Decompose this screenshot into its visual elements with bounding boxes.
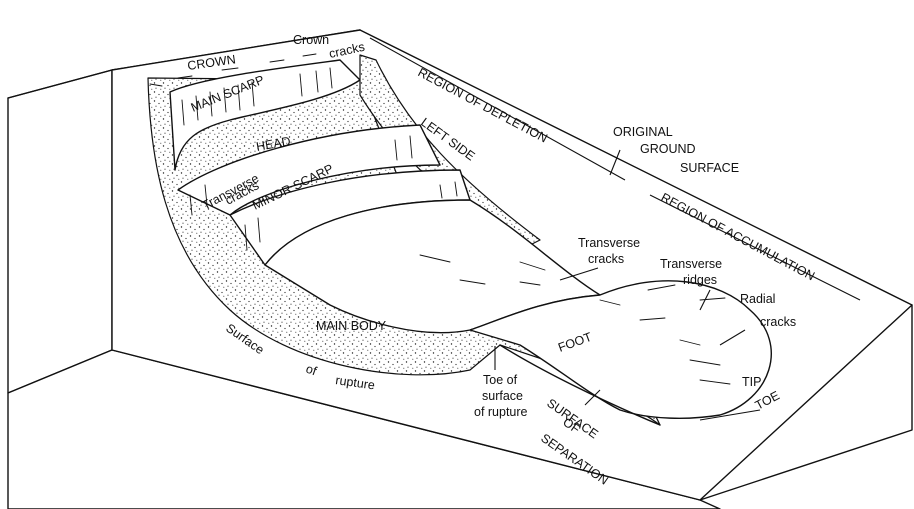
label-transverse-cracks-mid-2: cracks	[588, 252, 624, 266]
label-transverse-cracks-mid-1: Transverse	[578, 236, 640, 250]
label-main-body: MAIN BODY	[316, 319, 387, 333]
label-toe-rupture-1: Toe of	[483, 373, 518, 387]
label-radial-cracks-1: Radial	[740, 292, 775, 306]
label-original-ground-2: GROUND	[640, 142, 696, 156]
label-radial-cracks-2: cracks	[760, 315, 796, 329]
label-transverse-ridges-1: Transverse	[660, 257, 722, 271]
label-transverse-ridges-2: ridges	[683, 273, 717, 287]
label-crown-cracks-1: Crown	[293, 33, 329, 47]
label-tip: TIP	[742, 375, 761, 389]
label-toe-rupture-3: of rupture	[474, 405, 528, 419]
block-left-face	[8, 70, 112, 393]
label-original-ground-3: SURFACE	[680, 161, 739, 175]
label-original-ground-1: ORIGINAL	[613, 125, 673, 139]
label-toe-rupture-2: surface	[482, 389, 523, 403]
